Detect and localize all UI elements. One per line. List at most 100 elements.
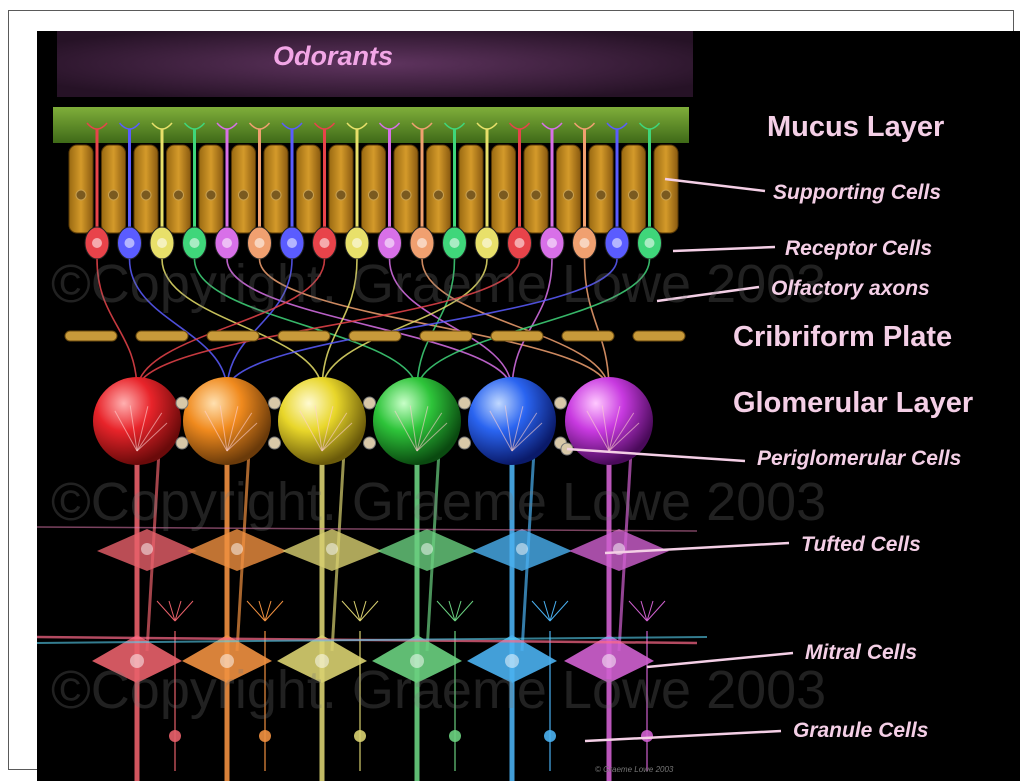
cribriform-plate-segment xyxy=(136,331,188,341)
tufted-cell-nucleus xyxy=(141,543,153,555)
olfactory-diagram: ©Copyright. Graeme Lowe 2003 ©Copyright.… xyxy=(37,31,1020,781)
watermark-top: ©Copyright. Graeme Lowe 2003 xyxy=(51,253,826,315)
supporting-cell-nucleus xyxy=(206,190,216,200)
granule-cell-body xyxy=(641,730,653,742)
cribriform-plate-segment xyxy=(65,331,117,341)
receptor-cell-nucleus xyxy=(222,238,232,248)
supporting-cell-nucleus xyxy=(174,190,184,200)
cribriform-plate-segment xyxy=(207,331,259,341)
supporting-cell xyxy=(69,145,93,233)
cribriform-plate-group xyxy=(65,331,685,341)
cribriform-plate-segment xyxy=(491,331,543,341)
glomerulus xyxy=(93,377,181,465)
granule-cell-body xyxy=(354,730,366,742)
supporting-cell xyxy=(557,145,581,233)
periglomerular-cells-label: Periglomerular Cells xyxy=(757,447,961,471)
supporting-cell-nucleus xyxy=(336,190,346,200)
receptor-cell-nucleus xyxy=(612,238,622,248)
receptor-cell-nucleus xyxy=(482,238,492,248)
cribriform-plate-label: Cribriform Plate xyxy=(733,321,952,354)
supporting-cell-nucleus xyxy=(661,190,671,200)
tufted-cell-nucleus xyxy=(326,543,338,555)
glomerular-layer-label: Glomerular Layer xyxy=(733,387,973,420)
receptor-cell-nucleus xyxy=(645,238,655,248)
supporting-cell-nucleus xyxy=(239,190,249,200)
glomerulus xyxy=(183,377,271,465)
cribriform-plate-segment xyxy=(420,331,472,341)
periglomerular-cell xyxy=(364,437,376,449)
receptor-cell-nucleus xyxy=(352,238,362,248)
supporting-cell xyxy=(167,145,191,233)
glomerulus xyxy=(278,377,366,465)
receptor-cell-nucleus xyxy=(515,238,525,248)
supporting-cell-nucleus xyxy=(401,190,411,200)
receptor-cell-nucleus xyxy=(287,238,297,248)
supporting-cell xyxy=(102,145,126,233)
receptor-cells-label: Receptor Cells xyxy=(785,237,932,261)
receptor-cell-nucleus xyxy=(157,238,167,248)
supporting-cell xyxy=(622,145,646,233)
supporting-cell-nucleus xyxy=(109,190,119,200)
supporting-cell xyxy=(524,145,548,233)
receptor-cell-nucleus xyxy=(190,238,200,248)
supporting-cell xyxy=(329,145,353,233)
supporting-cell-nucleus xyxy=(141,190,151,200)
supporting-cell-nucleus xyxy=(531,190,541,200)
supporting-cell-nucleus xyxy=(434,190,444,200)
supporting-cell-nucleus xyxy=(564,190,574,200)
granule-cells-label: Granule Cells xyxy=(793,719,928,743)
periglomerular-cell xyxy=(176,437,188,449)
tufted-cells-label: Tufted Cells xyxy=(801,533,921,557)
supporting-cell xyxy=(492,145,516,233)
odorants-title: Odorants xyxy=(273,41,393,72)
receptor-cell-nucleus xyxy=(92,238,102,248)
periglomerular-cell xyxy=(459,397,471,409)
granule-cell-body xyxy=(544,730,556,742)
cribriform-plate-segment xyxy=(633,331,685,341)
supporting-cell xyxy=(589,145,613,233)
cribriform-plate-segment xyxy=(278,331,330,341)
glomerulus xyxy=(468,377,556,465)
glomerulus xyxy=(373,377,461,465)
supporting-cell xyxy=(654,145,678,233)
periglomerular-cell xyxy=(269,437,281,449)
granule-cell-body xyxy=(259,730,271,742)
supporting-cell-nucleus xyxy=(271,190,281,200)
supporting-cell xyxy=(427,145,451,233)
supporting-cells-group xyxy=(69,145,678,233)
receptor-cell-nucleus xyxy=(417,238,427,248)
receptor-cell-nucleus xyxy=(450,238,460,248)
receptor-cell-nucleus xyxy=(125,238,135,248)
supporting-cell-nucleus xyxy=(76,190,86,200)
supporting-cell-nucleus xyxy=(629,190,639,200)
label-pointer-line xyxy=(673,247,775,251)
figure-frame: ©Copyright. Graeme Lowe 2003 ©Copyright.… xyxy=(8,10,1014,770)
tufted-cell-nucleus xyxy=(231,543,243,555)
label-pointer-line xyxy=(585,731,781,741)
watermark-bottom: ©Copyright. Graeme Lowe 2003 xyxy=(51,659,826,721)
supporting-cell xyxy=(199,145,223,233)
periglomerular-cell xyxy=(459,437,471,449)
periglomerular-cell xyxy=(364,397,376,409)
receptor-cell-nucleus xyxy=(320,238,330,248)
mucus-layer-label: Mucus Layer xyxy=(767,111,944,144)
supporting-cell-nucleus xyxy=(596,190,606,200)
supporting-cell-nucleus xyxy=(369,190,379,200)
supporting-cell xyxy=(232,145,256,233)
receptor-cell-nucleus xyxy=(255,238,265,248)
supporting-cell-nucleus xyxy=(499,190,509,200)
watermark-middle: ©Copyright. Graeme Lowe 2003 xyxy=(51,471,826,533)
periglomerular-cell xyxy=(555,397,567,409)
tufted-cell-nucleus xyxy=(516,543,528,555)
receptor-cell-nucleus xyxy=(547,238,557,248)
supporting-cell xyxy=(134,145,158,233)
periglomerular-cell xyxy=(176,397,188,409)
tufted-cell-nucleus xyxy=(421,543,433,555)
cribriform-plate-segment xyxy=(562,331,614,341)
supporting-cell xyxy=(394,145,418,233)
supporting-cells-label: Supporting Cells xyxy=(773,181,941,205)
granule-cell-body xyxy=(169,730,181,742)
supporting-cell-nucleus xyxy=(466,190,476,200)
periglomerular-cell xyxy=(269,397,281,409)
supporting-cell xyxy=(264,145,288,233)
